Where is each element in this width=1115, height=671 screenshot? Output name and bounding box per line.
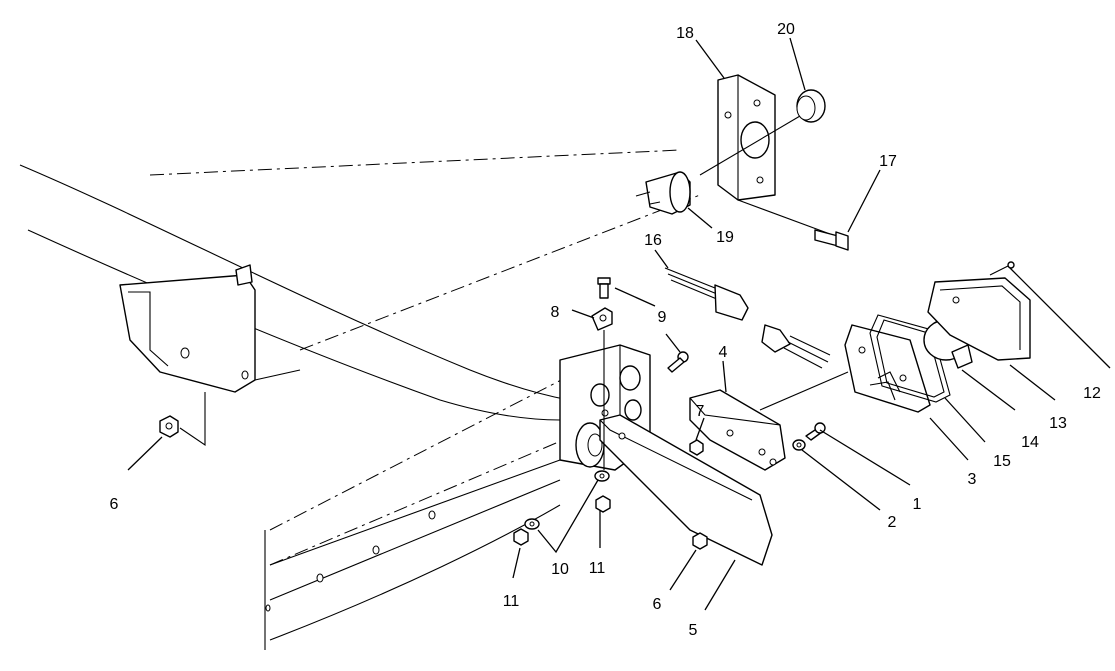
callout-14: 14 [1021, 434, 1039, 451]
nut-6-right [692, 532, 708, 550]
bolt-9-upper [597, 277, 611, 299]
callout-12: 12 [1083, 385, 1101, 402]
callout-labels: 1 2 3 4 5 6 6 7 8 9 10 11 11 12 13 14 15… [110, 21, 1101, 639]
fastener-7-nut [689, 439, 704, 456]
light-bar [689, 371, 849, 471]
callout-11-right: 11 [589, 560, 606, 577]
callout-7: 7 [696, 403, 705, 420]
nut-11-a [513, 528, 529, 546]
fastener-2-washer [792, 439, 806, 451]
callout-17: 17 [879, 153, 897, 170]
callout-19: 19 [716, 229, 734, 246]
callout-16: 16 [644, 232, 662, 249]
callout-20: 20 [777, 21, 795, 38]
callout-18: 18 [676, 25, 694, 42]
callout-4: 4 [719, 344, 728, 361]
nut-11-b [595, 495, 611, 513]
washer-10-b [594, 470, 610, 482]
callout-15: 15 [993, 453, 1011, 470]
bolt-9-lower [667, 351, 689, 373]
leader-lines [127, 37, 1111, 611]
callout-3: 3 [968, 471, 977, 488]
rotary-switch [635, 171, 691, 215]
callout-6-right: 6 [653, 596, 662, 613]
wire-connector-16 [664, 267, 831, 369]
fastener-1-screw [805, 422, 826, 441]
callout-13: 13 [1049, 415, 1067, 432]
callout-11-left: 11 [503, 593, 520, 610]
callout-2: 2 [888, 514, 897, 531]
mounting-plate [599, 409, 773, 566]
washer-10-a [524, 518, 540, 530]
left-hanger-bracket [119, 264, 301, 447]
callout-8: 8 [551, 304, 560, 321]
switch-bracket [717, 74, 776, 201]
clip-8 [591, 307, 613, 470]
callout-6-left: 6 [110, 496, 119, 513]
bolt-17 [737, 199, 849, 251]
callout-5: 5 [689, 622, 698, 639]
bezel-ring [699, 89, 826, 176]
callout-9-upper: 9 [658, 309, 667, 326]
screw-12 [989, 261, 1015, 276]
lamp-base-3 [844, 324, 931, 413]
hex-nut-left [159, 415, 179, 438]
callout-10: 10 [551, 561, 569, 578]
lamp-cover-13 [927, 277, 1031, 361]
callout-1: 1 [913, 496, 922, 513]
frame-rail [19, 149, 701, 650]
